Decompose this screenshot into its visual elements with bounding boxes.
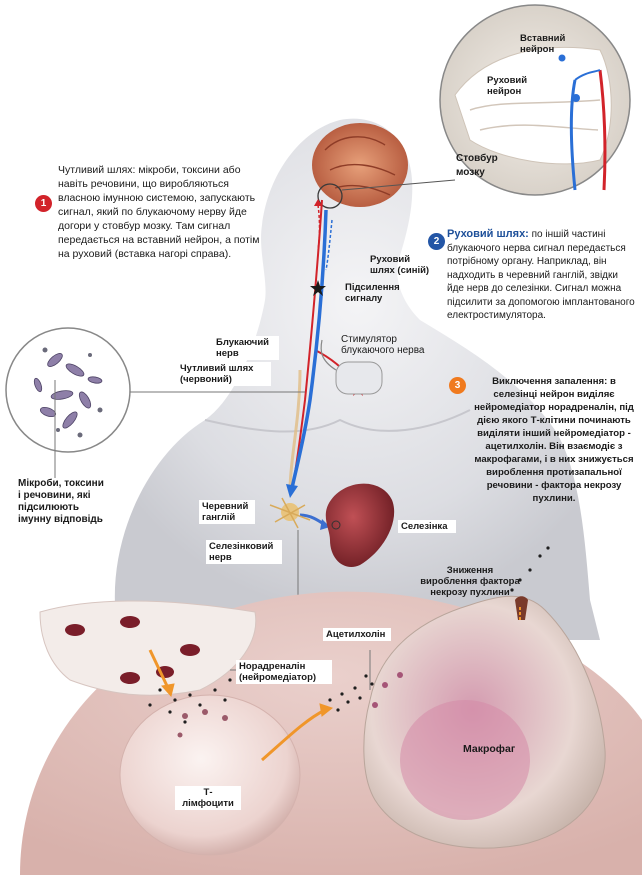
label-sensory-path: Чутливий шлях (червоний) (177, 362, 271, 386)
label-motor-neuron: Руховий нейрон (487, 75, 539, 97)
label-amplification: Підсилення сигналу (345, 282, 407, 304)
label-celiac-ganglion: Черевний ганглій (199, 500, 255, 524)
label-acetylcholine: Ацетилхолін (323, 628, 391, 641)
note-sensory-path: Чутливий шлях: мікроби, токсини або наві… (58, 163, 263, 261)
step-2-badge: 2 (428, 233, 445, 250)
note-inflammation-off: Виключення запалення: в селезінці нейрон… (469, 375, 639, 505)
label-vagus-nerve: Блукаючий нерв (213, 336, 279, 360)
microbes-inset (6, 328, 130, 452)
note-motor-path-text: по іншій частині блукаючого нерва сигнал… (447, 229, 635, 321)
label-noradrenaline: Норадреналін (нейромедіатор) (236, 660, 332, 684)
label-splenic-nerve: Селезінковий нерв (206, 540, 282, 564)
label-motor-path: Руховий шлях (синій) (370, 254, 434, 276)
label-tnf-reduction: Зниження вироблення фактора некрозу пухл… (420, 565, 520, 598)
note-motor-path-title: Руховий шлях: (447, 228, 529, 240)
step-3-badge: 3 (449, 377, 466, 394)
label-t-lymphocytes: Т-лімфоцити (175, 786, 241, 810)
note-motor-path: Руховий шлях: по іншій частині блукаючог… (447, 228, 637, 323)
label-spleen: Селезінка (398, 520, 456, 533)
label-macrophage: Макрофаг (463, 744, 523, 755)
label-microbes: Мікроби, токсини і речовини, які підсилю… (18, 478, 106, 526)
label-insert-neuron: Вставний нейрон (520, 33, 580, 55)
step-1-badge: 1 (35, 195, 52, 212)
brain (312, 123, 408, 207)
label-stimulator: Стимулятор блукаючого нерва (341, 334, 446, 356)
label-brainstem: Стовбур мозку (456, 152, 504, 180)
